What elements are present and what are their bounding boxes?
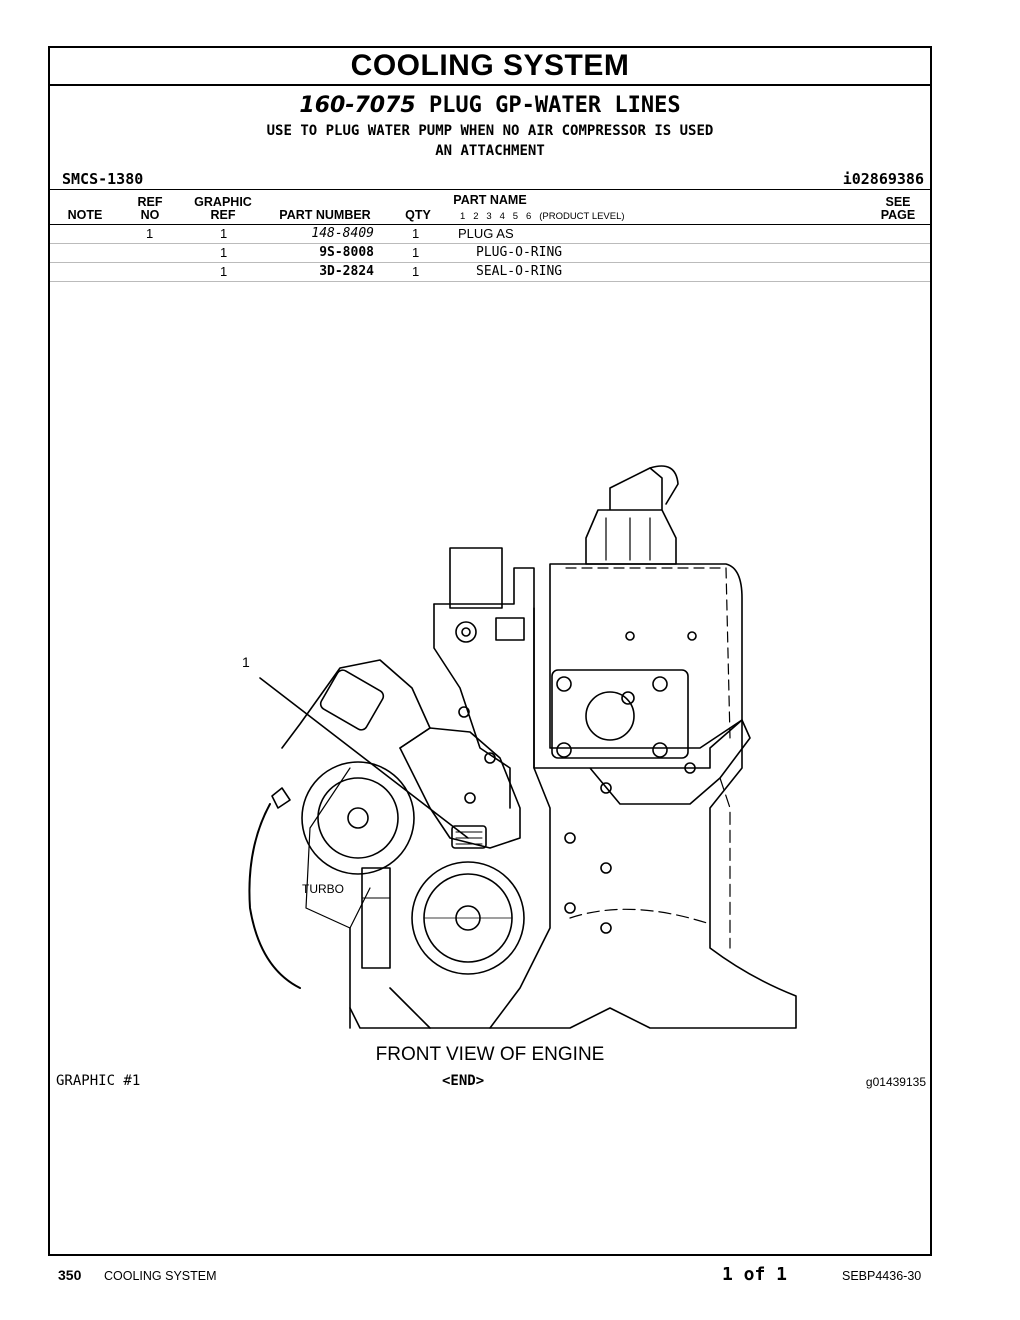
col-header-graphic-ref: REF (210, 208, 236, 222)
col-header-ref: REF (137, 195, 163, 209)
row-part-name: PLUG-O-RING (476, 245, 563, 260)
col-header-no: NO (140, 208, 160, 222)
page-frame: COOLING SYSTEM 160-7075 PLUG GP-WATER LI… (48, 46, 932, 1256)
col-header-graphic: GRAPHIC (194, 195, 252, 209)
group-attachment-note: AN ATTACHMENT (435, 143, 545, 159)
water-pump-housing (399, 727, 521, 849)
turbo-label: TURBO (302, 882, 344, 896)
row-graphic-ref: 1 (220, 226, 228, 241)
group-part-number: 160-7075 (299, 93, 416, 118)
row-qty: 1 (412, 245, 420, 260)
turbo-compressor-wheel (301, 761, 415, 875)
figure-caption: FRONT VIEW OF ENGINE (375, 1044, 605, 1065)
table-row: 1 1 148-8409 1 PLUG AS (50, 225, 930, 244)
footer-section: COOLING SYSTEM (104, 1269, 217, 1283)
group-title: 160-7075 PLUG GP-WATER LINES (50, 93, 930, 118)
row-graphic-ref: 1 (220, 245, 228, 260)
row-qty: 1 (412, 264, 420, 279)
footer-page-count: 1 of 1 (722, 1264, 788, 1285)
table-row: 1 9S-8008 1 PLUG-O-RING (50, 244, 930, 263)
engine-front-view-diagram (248, 465, 797, 1029)
turbocharger-body (281, 659, 431, 749)
group-name: PLUG GP-WATER LINES (428, 93, 681, 118)
row-part-name: PLUG AS (458, 226, 514, 241)
water-pump-plug (451, 825, 487, 849)
col-header-part-name: PART NAME (453, 193, 527, 207)
row-part-number[interactable]: 148-8409 (311, 226, 374, 241)
callout-number: 1 (242, 654, 250, 670)
graphic-label: GRAPHIC #1 (56, 1073, 141, 1089)
col-header-part-number: PART NUMBER (279, 208, 371, 222)
col-header-see: SEE (885, 195, 911, 209)
footer-page-number: 350 (58, 1267, 82, 1283)
group-description: USE TO PLUG WATER PUMP WHEN NO AIR COMPR… (266, 123, 714, 139)
row-ref-no: 1 (146, 226, 154, 241)
col-header-note: NOTE (67, 208, 103, 222)
table-header-bottom-rule (50, 224, 930, 225)
col-header-qty: QTY (405, 208, 431, 222)
engine-breather-cap (585, 467, 677, 565)
row-part-number[interactable]: 3D-2824 (319, 264, 374, 279)
turbo-oil-line (248, 803, 301, 989)
footer-document-number: SEBP4436-30 (842, 1269, 922, 1283)
graphic-number: g01439135 (865, 1075, 926, 1089)
row-qty: 1 (412, 226, 420, 241)
col-header-page: PAGE (880, 208, 916, 222)
table-row: 1 3D-2824 1 SEAL-O-RING (50, 263, 930, 282)
product-level-scale: 1 2 3 4 5 6 (PRODUCT LEVEL) (460, 211, 625, 222)
cylinder-head (533, 607, 751, 805)
row-part-name: SEAL-O-RING (476, 264, 563, 279)
engine-block (349, 719, 797, 1029)
end-marker: <END> (442, 1073, 485, 1089)
callout-leader-line (259, 677, 469, 839)
valve-cover (549, 563, 743, 749)
table-header-top-rule (50, 189, 930, 190)
row-graphic-ref: 1 (220, 264, 228, 279)
section-title: COOLING SYSTEM (50, 48, 930, 86)
front-housing (433, 567, 551, 1029)
document-ident: i02869386 (842, 170, 924, 188)
crankshaft-pulley (411, 861, 525, 975)
row-part-number[interactable]: 9S-8008 (319, 245, 374, 260)
smcs-code: SMCS-1380 (62, 170, 144, 188)
